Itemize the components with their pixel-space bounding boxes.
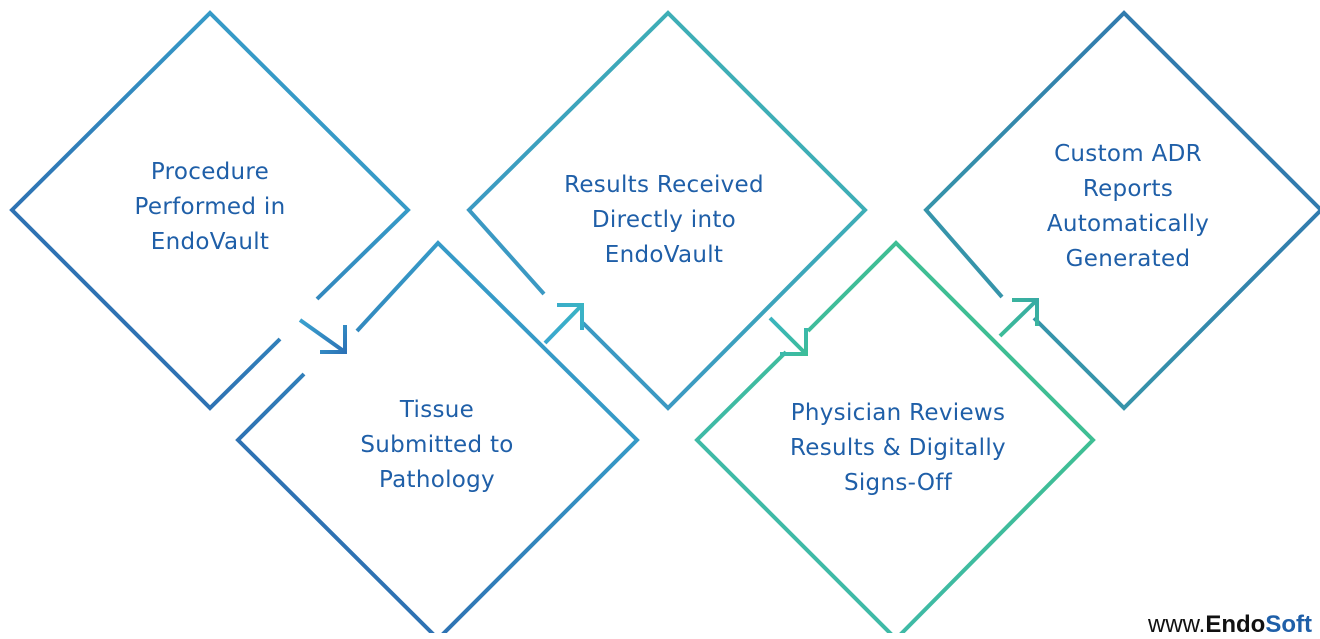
arrow-4-icon	[998, 298, 1039, 338]
step-3-diamond-frame	[466, 10, 868, 411]
footer-prefix: www.	[1148, 611, 1206, 638]
step-3-line-3: EndoVault	[604, 242, 724, 268]
step-5-line-3: Automatically	[1046, 211, 1210, 237]
step-1-label: Procedure Performed in EndoVault	[80, 155, 340, 260]
arrow-2-icon	[543, 303, 584, 345]
footer-brand-part1: Endo	[1205, 611, 1266, 638]
step-5-line-4: Generated	[1065, 246, 1191, 272]
step-1-line-3: EndoVault	[150, 229, 270, 255]
arrow-1-icon	[298, 318, 347, 354]
step-1-diamond-frame	[9, 10, 411, 411]
step-4-diamond-frame	[694, 240, 1096, 633]
step-2-line-2: Submitted to	[360, 432, 514, 458]
step-5-diamond-frame	[923, 10, 1320, 411]
step-3-line-2: Directly into	[591, 207, 737, 233]
step-3-label: Results Received Directly into EndoVault	[534, 168, 794, 273]
website-footer: www.EndoSoft	[1148, 611, 1312, 639]
step-2-diamond-frame	[235, 240, 640, 633]
step-2-line-1: Tissue	[399, 397, 475, 423]
step-1-line-1: Procedure	[150, 159, 270, 185]
step-2-line-3: Pathology	[379, 467, 495, 493]
step-4-line-2: Results & Digitally	[790, 435, 1006, 461]
step-5-line-2: Reports	[1082, 176, 1174, 202]
step-4-label: Physician Reviews Results & Digitally Si…	[768, 396, 1028, 501]
arrow-3-icon	[768, 316, 808, 356]
step-4-line-3: Signs-Off	[843, 470, 953, 496]
step-4-line-1: Physician Reviews	[790, 400, 1006, 426]
step-1-line-2: Performed in	[134, 194, 286, 220]
step-3-line-1: Results Received	[564, 172, 764, 198]
step-5-line-1: Custom ADR	[1054, 141, 1202, 167]
step-5-label: Custom ADR Reports Automatically Generat…	[998, 137, 1258, 277]
step-2-label: Tissue Submitted to Pathology	[307, 393, 567, 498]
footer-brand-part2: Soft	[1265, 611, 1312, 638]
